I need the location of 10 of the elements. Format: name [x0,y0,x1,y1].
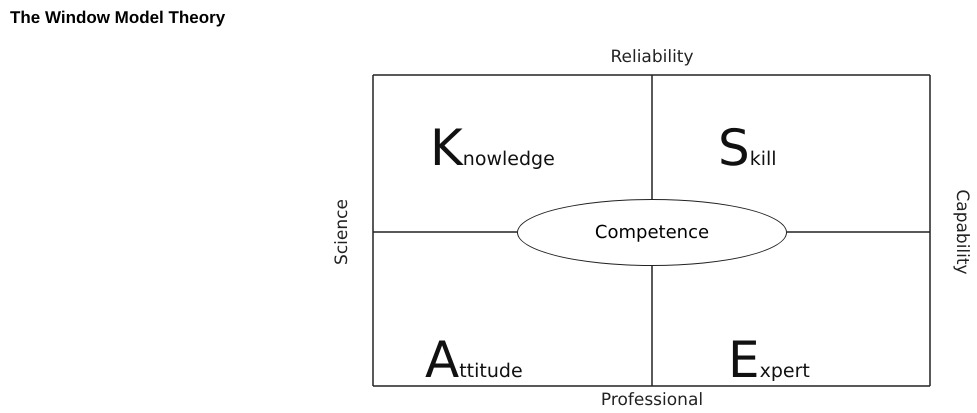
axis-label: Capability [952,189,972,275]
axis-label: Reliability [610,47,694,67]
center-ellipse: Competence [517,199,787,266]
quadrant-label: Skill [718,123,777,173]
quadrant-label: Knowledge [430,123,555,173]
quadrant-label: Attitude [425,335,523,385]
axis-label: Science [332,199,352,265]
quadrant-label: Expert [728,335,810,385]
diagram-title: The Window Model Theory [10,8,226,28]
axis-label: Professional [600,390,704,410]
